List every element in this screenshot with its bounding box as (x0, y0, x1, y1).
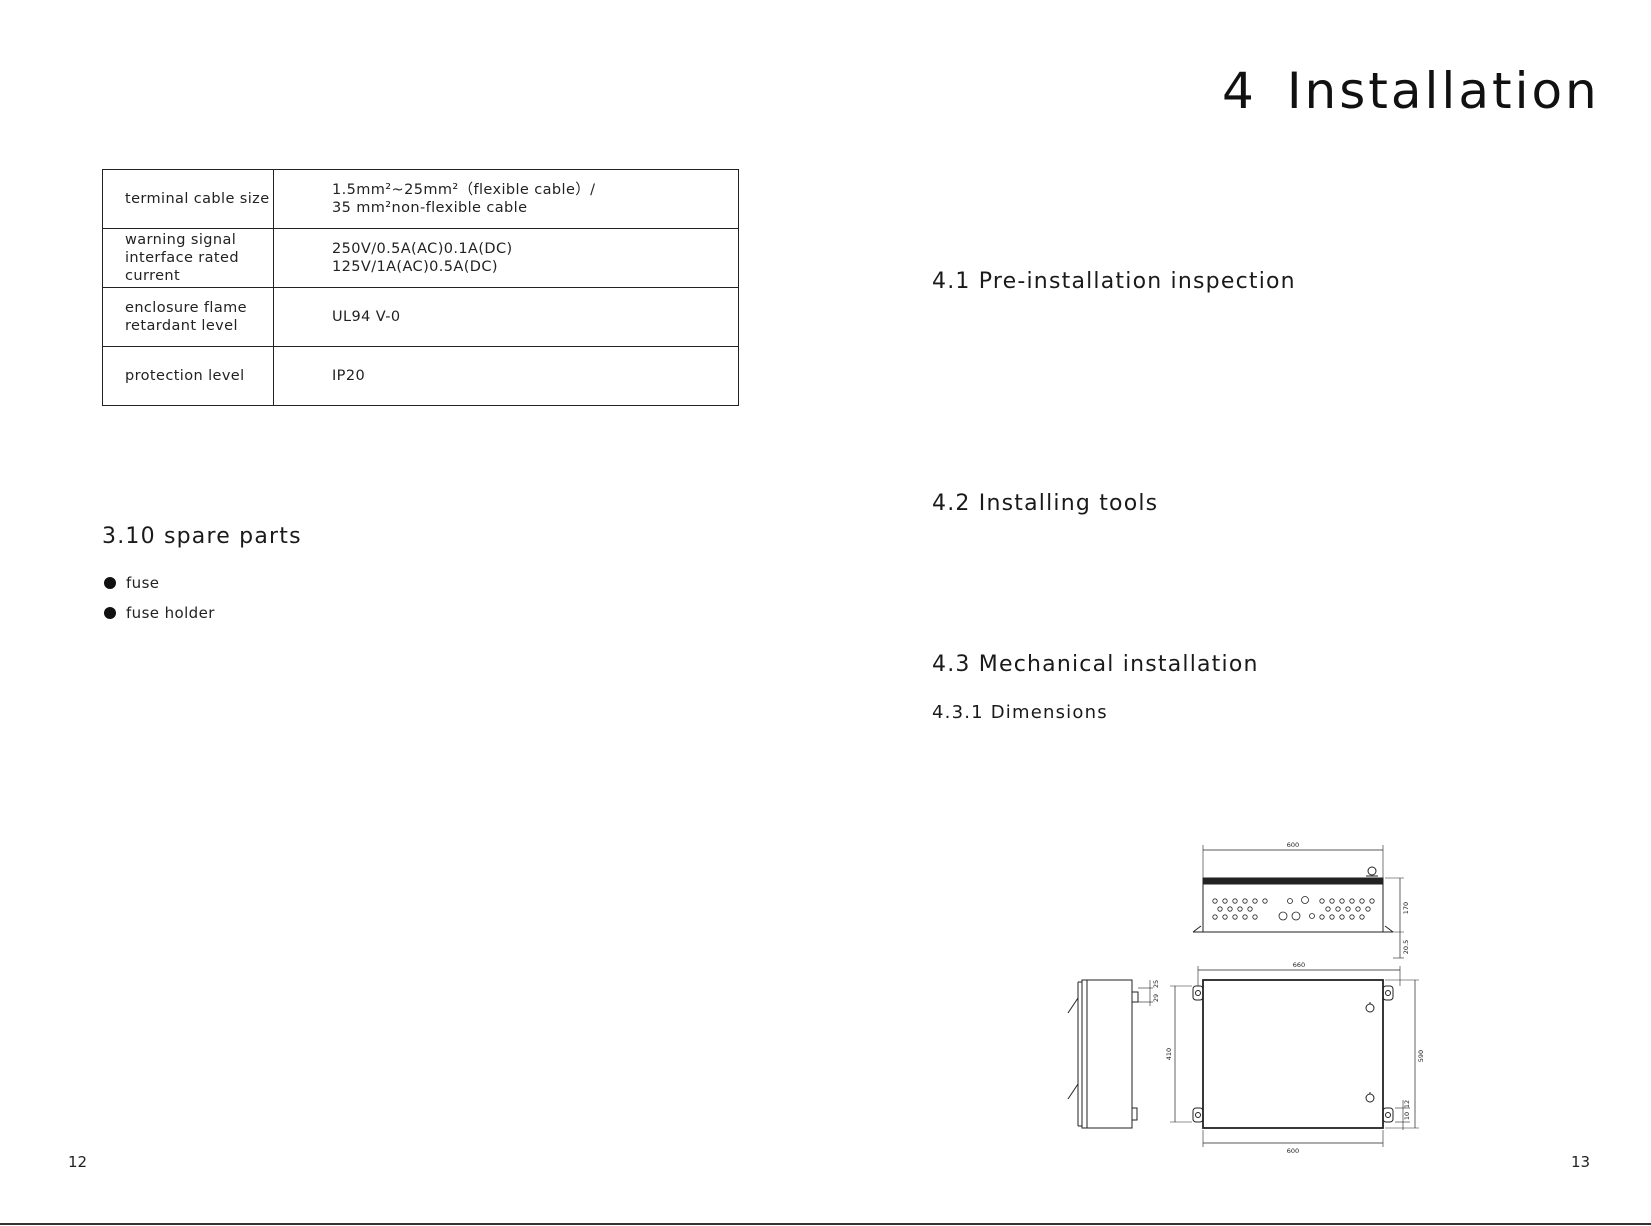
chapter-title: 4 Installation (1222, 62, 1600, 120)
bottom-rule (0, 1223, 1651, 1225)
dim-label-side-ear-a: 25 (1152, 980, 1160, 988)
spec-table: terminal cable size 1.5mm²~25mm²（flexibl… (102, 169, 739, 406)
front-view (1170, 966, 1419, 1147)
table-row: protection level IP20 (102, 346, 739, 406)
list-item: fuse (102, 573, 215, 603)
spec-value: 1.5mm²~25mm²（flexible cable）/ 35 mm²non-… (273, 169, 739, 229)
dim-label-hole-a: 12 (1403, 1100, 1411, 1108)
dim-label-mount-width: 660 (1293, 961, 1305, 969)
spec-value: UL94 V-0 (273, 287, 739, 347)
dim-label-top-foot: 20.5 (1402, 940, 1410, 954)
spec-value: IP20 (273, 346, 739, 406)
spec-label: terminal cable size (102, 169, 274, 229)
side-view (1067, 979, 1153, 1129)
spec-label: protection level (102, 346, 274, 406)
dim-label-side-ear-b: 29 (1152, 994, 1160, 1002)
list-item: fuse holder (102, 603, 215, 633)
dim-label-top-width: 600 (1287, 841, 1299, 849)
section-heading-4-3: 4.3 Mechanical installation (932, 652, 1259, 677)
top-view (1192, 845, 1404, 959)
subsection-heading-4-3-1: 4.3.1 Dimensions (932, 702, 1108, 723)
section-heading-4-1: 4.1 Pre-installation inspection (932, 269, 1296, 294)
chapter-number: 4 (1222, 62, 1257, 120)
dim-label-hole-b: 10 (1403, 1112, 1411, 1120)
page-number-left: 12 (68, 1153, 88, 1171)
section-heading-4-2: 4.2 Installing tools (932, 491, 1159, 516)
spare-parts-list: fuse fuse holder (102, 573, 215, 633)
dim-label-top-height: 170 (1402, 902, 1410, 914)
bullet-icon (104, 577, 116, 589)
table-row: terminal cable size 1.5mm²~25mm²（flexibl… (102, 169, 739, 229)
table-row: warning signal interface rated current 2… (102, 228, 739, 288)
spec-label: warning signal interface rated current (102, 228, 274, 288)
section-heading-spare-parts: 3.10 spare parts (102, 524, 302, 549)
bullet-icon (104, 607, 116, 619)
page-number-right: 13 (1571, 1153, 1591, 1171)
spec-value: 250V/0.5A(AC)0.1A(DC) 125V/1A(AC)0.5A(DC… (273, 228, 739, 288)
chapter-name: Installation (1286, 62, 1600, 120)
spec-label: enclosure flame retardant level (102, 287, 274, 347)
dim-label-body-width: 600 (1287, 1147, 1299, 1155)
dimension-drawing: 600 170 20.5 660 590 410 25 29 12 10 600 (1067, 841, 1425, 1155)
dim-label-mount-height: 590 (1417, 1050, 1425, 1062)
table-row: enclosure flame retardant level UL94 V-0 (102, 287, 739, 347)
dim-label-side-depth: 410 (1165, 1048, 1173, 1060)
